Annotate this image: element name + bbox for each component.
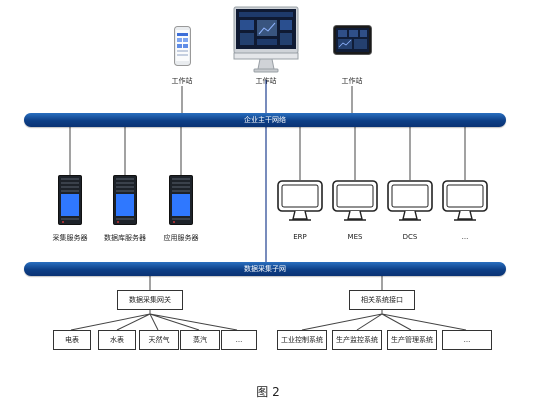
server-label-application: 应用服务器 [163,234,199,242]
desktop-monitor-icon [233,6,299,76]
system-label-dcs: DCS [402,233,418,241]
meter-box-electricity: 电表 [53,330,91,350]
meter-box-water: 水表 [98,330,136,350]
backbone-network-bar: 企业主干网络 [24,113,506,127]
server-label-collection: 采集服务器 [52,234,88,242]
workstation-label-tablet: 工作站 [341,77,363,85]
system-label-mes: MES [347,233,363,241]
tablet-icon [333,25,372,55]
meter-box-steam: 蒸汽 [180,330,220,350]
figure-caption: 图 2 [256,385,280,399]
workstation-label-phone: 工作站 [171,77,193,85]
subsystem-box-more: ... [442,330,492,350]
subnet-network-label: 数据采集子网 [244,265,286,273]
monitor-icon-more [442,180,488,222]
subsystem-box-production-monitoring: 生产监控系统 [332,330,382,350]
workstation-label-desktop: 工作站 [255,77,277,85]
meter-box-more: ... [221,330,257,350]
server-label-database: 数据库服务器 [104,234,146,242]
monitor-icon-mes [332,180,378,222]
subsystem-box-production-management: 生产管理系统 [387,330,437,350]
monitor-icon-erp [277,180,323,222]
meter-box-gas: 天然气 [139,330,179,350]
server-icon-database [113,175,137,225]
server-icon-application [169,175,193,225]
system-label-more: ... [461,233,469,241]
backbone-network-label: 企业主干网络 [244,116,286,124]
subsystem-box-industrial-control: 工业控制系统 [277,330,327,350]
gateway-box: 数据采集网关 [117,290,183,310]
system-label-erp: ERP [293,233,307,241]
interface-box: 相关系统接口 [349,290,415,310]
smartphone-icon [174,26,191,66]
monitor-icon-dcs [387,180,433,222]
subnet-network-bar: 数据采集子网 [24,262,506,276]
server-icon-collection [58,175,82,225]
